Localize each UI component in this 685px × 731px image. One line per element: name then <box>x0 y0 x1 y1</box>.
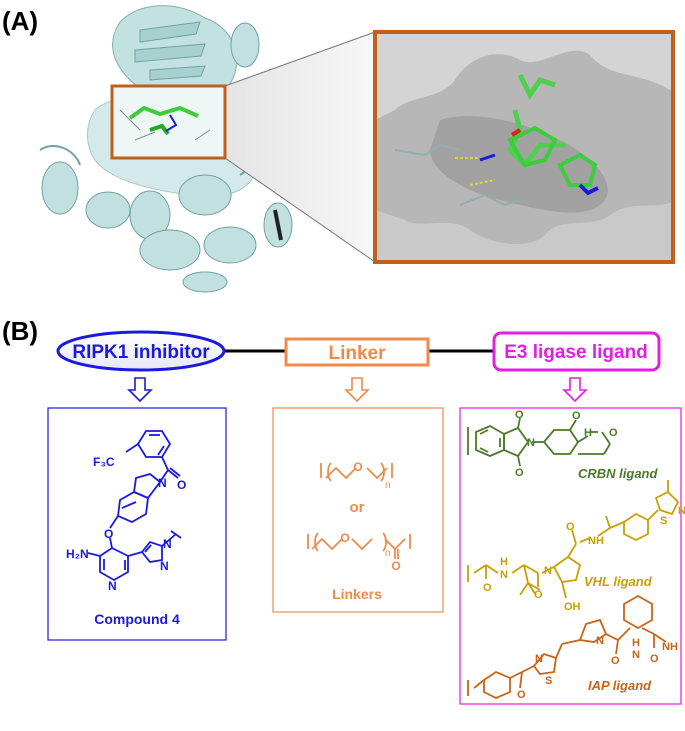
linker-o-2: O <box>340 531 349 545</box>
iap-n-1: N <box>535 653 543 665</box>
inhibitor-n-pyrazole-2: N <box>163 537 172 551</box>
linker-down-arrow-icon <box>344 377 370 403</box>
linker-n-2: n <box>385 548 391 559</box>
iap-structure <box>467 594 667 699</box>
crbn-structure <box>467 417 611 467</box>
iap-n-2: N <box>596 635 604 647</box>
panel-b-label: (B) <box>2 316 38 346</box>
inhibitor-box <box>47 407 227 641</box>
e3-box <box>459 407 682 705</box>
iap-label: IAP ligand <box>588 678 652 693</box>
vhl-nh: NH <box>588 535 604 547</box>
inhibitor-caption: Compound 4 <box>94 611 180 627</box>
zoom-fan <box>225 32 375 262</box>
inhibitor-n-pyridine: N <box>108 579 117 593</box>
zoom-line-top <box>224 31 376 87</box>
iap-atoms: O N S N O H N O NH <box>517 635 678 701</box>
inhibitor-header-oval <box>56 330 226 372</box>
crbn-o-4: O <box>609 427 618 439</box>
vhl-n-2: N <box>544 565 552 577</box>
iap-h: H <box>632 637 640 649</box>
linker-header-box <box>284 337 430 367</box>
iap-o-1: O <box>517 689 526 701</box>
iap-n-3: N <box>632 649 640 661</box>
linker-o-3: O <box>391 559 400 573</box>
inhibitor-n-indoline: N <box>158 476 167 490</box>
linker-caption: Linkers <box>332 586 382 602</box>
inhibitor-cf3: F₃C <box>93 455 115 469</box>
crbn-o-1: O <box>515 409 524 421</box>
vhl-o-3: O <box>566 521 575 533</box>
vhl-o-1: O <box>483 582 492 594</box>
inhibitor-down-arrow-icon <box>127 377 153 403</box>
vhl-o-2: O <box>534 589 543 601</box>
crbn-atoms: O O N O H O <box>515 409 618 479</box>
e3-header-label: E3 ligase ligand <box>504 342 648 363</box>
linker-structures <box>307 462 411 559</box>
binding-pocket-image <box>375 32 673 262</box>
linker-header-label: Linker <box>328 343 386 364</box>
inhibitor-n-pyrazole: N <box>160 559 169 573</box>
vhl-n-3: N <box>678 505 685 517</box>
selection-box <box>110 84 227 160</box>
inhibitor-header-label: RIPK1 inhibitor <box>72 342 210 363</box>
iap-s: S <box>545 675 552 687</box>
vhl-oh: OH <box>564 601 581 613</box>
linker-o-1: O <box>353 460 362 474</box>
iap-nh: NH <box>662 641 678 653</box>
selection-box-contents <box>112 86 225 158</box>
iap-o-3: O <box>650 653 659 665</box>
vhl-h: H <box>500 556 508 568</box>
panel-a-label: (A) <box>2 6 38 36</box>
vhl-atoms: H N O O N OH O NH N S <box>483 505 685 613</box>
crbn-nh: H <box>584 427 592 439</box>
vhl-label: VHL ligand <box>584 574 653 589</box>
vhl-structure <box>467 480 680 599</box>
e3-down-arrow-icon <box>562 377 588 403</box>
linker-n-1: n <box>385 480 391 491</box>
vhl-n-1: N <box>500 569 508 581</box>
linker-or: or <box>350 499 365 516</box>
inhibitor-o-ether: O <box>104 527 113 541</box>
compound-4-structure <box>87 430 182 582</box>
zoom-frame <box>373 30 675 264</box>
inhibitor-h2n: H₂N <box>66 547 89 561</box>
vhl-s: S <box>660 515 667 527</box>
crbn-label: CRBN ligand <box>578 466 659 481</box>
crbn-o-3: O <box>572 410 581 422</box>
crbn-o-2: O <box>515 467 524 479</box>
e3-header-box <box>492 331 661 372</box>
linker-box <box>272 407 444 613</box>
zoom-line-bottom <box>224 157 376 263</box>
iap-o-2: O <box>611 655 620 667</box>
crbn-n-1: N <box>527 437 535 449</box>
inhibitor-o-carbonyl: O <box>177 478 186 492</box>
